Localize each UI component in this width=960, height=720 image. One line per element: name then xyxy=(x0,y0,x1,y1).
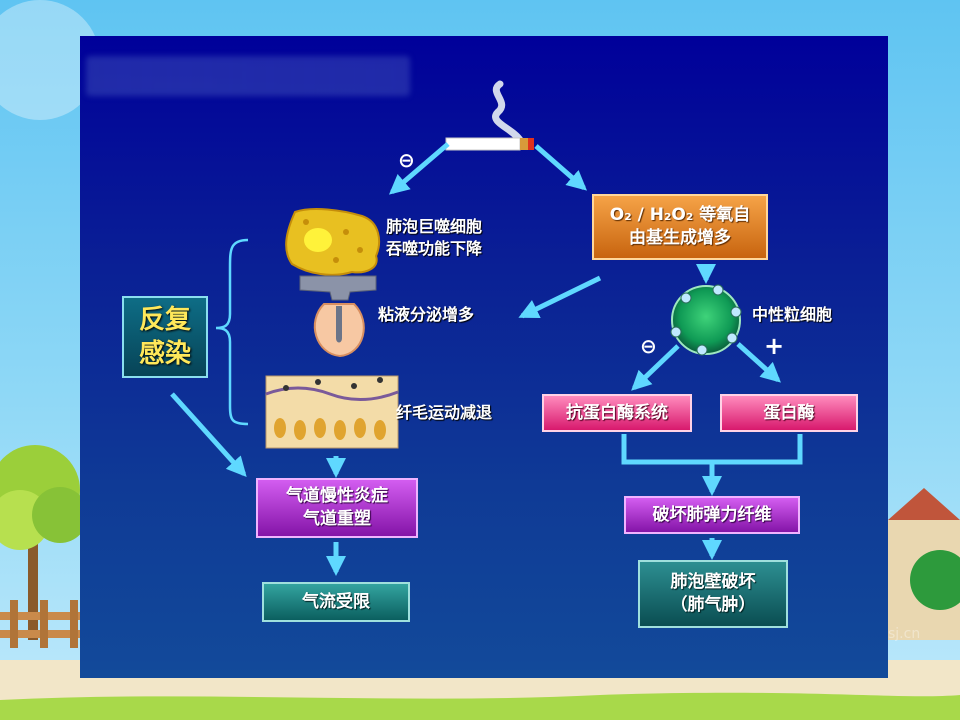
alveoli-line2: （肺气肿） xyxy=(670,595,756,615)
inflammation-box: 气道慢性炎症 气道重塑 xyxy=(256,478,418,538)
arrow-smoke-to-macrophage xyxy=(388,142,450,195)
elastic-fiber-box: 破坏肺弹力纤维 xyxy=(624,496,800,534)
inflammation-line1: 气道慢性炎症 xyxy=(286,486,388,506)
merge-connector xyxy=(621,434,803,476)
mucus-gland-icon xyxy=(299,275,377,358)
protease-box: 蛋白酶 xyxy=(720,394,858,432)
right-windmill xyxy=(888,488,960,640)
grass xyxy=(0,692,960,720)
cigarette-icon xyxy=(445,80,534,151)
alveoli-box: 肺泡壁破坏 （肺气肿） xyxy=(638,560,788,628)
sun-glow xyxy=(0,0,100,120)
inflammation-line2: 气道重塑 xyxy=(303,509,371,529)
promote-sign: + xyxy=(764,332,785,360)
free-radical-line1: O₂ / H₂O₂ 等氧自 xyxy=(609,205,751,225)
macrophage-label: 肺泡巨噬细胞 吞噬功能下降 xyxy=(386,216,482,260)
antiprotease-box: 抗蛋白酶系统 xyxy=(542,394,692,432)
ciliated-epithelium-icon xyxy=(265,375,399,449)
left-fence xyxy=(0,600,80,648)
alveoli-line1: 肺泡壁破坏 xyxy=(670,572,756,592)
neutrophil-label: 中性粒细胞 xyxy=(752,305,833,324)
inhibit-sign-left: ⊖ xyxy=(398,148,415,172)
arrow-smoke-to-radical xyxy=(534,144,588,191)
grouping-brace xyxy=(215,238,249,426)
elastic-fiber-text: 破坏肺弹力纤维 xyxy=(652,504,772,525)
arrow-neutrophil-to-protease xyxy=(736,342,781,383)
airflow-box: 气流受限 xyxy=(262,582,410,622)
arrow-radical-to-mucus xyxy=(518,275,602,319)
slide-title-blurred xyxy=(86,56,410,96)
left-tree xyxy=(0,445,88,640)
arrow-neutrophil-to-antiprotease xyxy=(631,344,680,391)
reinfect-box: 反复 感染 xyxy=(122,296,208,378)
reinfect-line2: 感染 xyxy=(138,339,191,369)
macrophage-label-line1: 肺泡巨噬细胞 xyxy=(386,217,483,236)
protease-text: 蛋白酶 xyxy=(763,402,815,423)
watermark: sj.cn xyxy=(888,626,921,642)
arrow-reinfect-to-inflammation xyxy=(170,392,247,477)
free-radical-box: O₂ / H₂O₂ 等氧自 由基生成增多 xyxy=(592,194,768,260)
macrophage-icon xyxy=(285,208,380,276)
airflow-text: 气流受限 xyxy=(302,591,370,612)
inhibit-sign-right: ⊖ xyxy=(640,334,657,358)
slide-panel: 肺泡巨噬细胞 吞噬功能下降 粘液分泌增多 纤毛运动减退 中性粒细胞 反复 感染 … xyxy=(80,36,888,678)
free-radical-line2: 由基生成增多 xyxy=(629,228,731,248)
antiprotease-text: 抗蛋白酶系统 xyxy=(566,402,668,423)
macrophage-label-line2: 吞噬功能下降 xyxy=(386,239,483,258)
diagram-graphics xyxy=(170,80,803,576)
reinfect-line1: 反复 xyxy=(138,305,191,335)
neutrophil-icon xyxy=(670,284,742,356)
cilia-label: 纤毛运动减退 xyxy=(396,403,493,422)
mucus-label: 粘液分泌增多 xyxy=(378,305,475,324)
